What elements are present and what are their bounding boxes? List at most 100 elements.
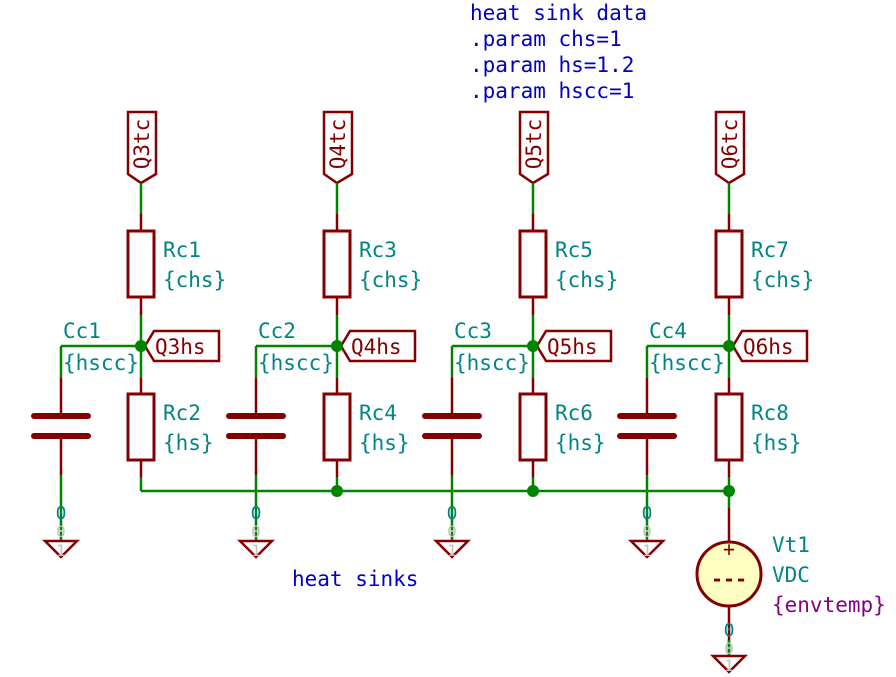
resistor-ref: Rc3	[359, 238, 397, 262]
capacitor-ref: Cc2	[258, 319, 296, 343]
net-label-box	[322, 110, 354, 185]
resistor-body	[518, 392, 548, 462]
ground-pin-name: 0	[642, 522, 652, 541]
resistor-value: {chs}	[555, 268, 618, 292]
resistor-bottom[interactable]: Rc6 {hs}	[518, 392, 606, 462]
ground-pin-name: 0	[251, 522, 261, 541]
note-line-param-hscc: .param hscc=1	[470, 79, 634, 103]
note-line-param-chs: .param chs=1	[470, 27, 622, 51]
net-label-hs[interactable]: Q5hs	[535, 329, 613, 363]
ground-symbol: 001	[432, 475, 472, 560]
net-label-text: Q5hs	[547, 335, 598, 359]
resistor-value: {chs}	[163, 268, 226, 292]
net-label-text: Q6hs	[743, 335, 794, 359]
ground-icon	[236, 539, 276, 559]
ground-symbol: 001	[236, 475, 276, 560]
capacitor-value: {hscc}	[63, 351, 139, 375]
ground-net-name: 0	[642, 503, 653, 524]
ground-symbol: 001	[709, 620, 749, 675]
junction-dot	[723, 340, 735, 352]
source-type: VDC	[772, 563, 810, 587]
net-label-text: Q4tc	[326, 119, 350, 170]
resistor-body	[322, 392, 352, 462]
net-label-text: Q3hs	[155, 335, 206, 359]
ground-net-name: 0	[56, 503, 67, 524]
resistor-ref: Rc5	[555, 238, 593, 262]
ground-pin-name: 0	[447, 522, 457, 541]
resistor-value: {chs}	[751, 268, 814, 292]
net-label-text: Q5tc	[522, 119, 546, 170]
capacitor-ref: Cc3	[454, 319, 492, 343]
ground-pin-number: 1	[642, 541, 652, 560]
net-label-box	[518, 110, 550, 185]
net-label-box	[535, 329, 613, 363]
resistor-ref: Rc1	[163, 238, 201, 262]
net-label-hs[interactable]: Q6hs	[731, 329, 809, 363]
junction-dot	[527, 485, 539, 497]
heat-sink-parameters-note: heat sink data .param chs=1 .param hs=1.…	[470, 1, 647, 103]
capacitor-ref: Cc1	[63, 319, 101, 343]
resistor-top[interactable]: Rc5 {chs}	[518, 229, 618, 299]
ground-pin-name: 0	[56, 522, 66, 541]
resistor-bottom[interactable]: Rc2{hs}	[126, 392, 214, 462]
net-label-tc[interactable]: Q5tc	[518, 110, 550, 185]
ground-pin-name: 0	[724, 639, 734, 658]
net-label-box	[714, 110, 746, 185]
resistor-value: {chs}	[359, 268, 422, 292]
resistor-body	[126, 229, 156, 299]
net-label-hs[interactable]: Q4hs	[339, 329, 417, 363]
ground-pin-number: 1	[724, 656, 734, 675]
capacitor[interactable]: Cc4{hscc}	[617, 319, 725, 475]
net-label-hs[interactable]: Q3hs	[143, 329, 221, 363]
net-label-tc[interactable]: Q4tc	[322, 110, 354, 185]
resistor-body	[518, 229, 548, 299]
resistor-top[interactable]: Rc7{chs}	[714, 229, 814, 299]
resistor-bottom[interactable]: Rc4 {hs}	[322, 392, 410, 462]
capacitor[interactable]: Cc2 {hscc}	[226, 319, 334, 475]
capacitor-ref: Cc4	[649, 319, 687, 343]
capacitor-value: {hscc}	[258, 351, 334, 375]
resistor-top[interactable]: Rc3 {chs}	[322, 229, 422, 299]
net-label-box	[339, 329, 417, 363]
dc-symbol: ---	[711, 567, 747, 591]
ground-icon	[709, 654, 749, 674]
resistor-value: {hs}	[751, 431, 802, 455]
resistor-body	[714, 392, 744, 462]
net-label-tc[interactable]: Q6tc	[714, 110, 746, 185]
source-value: {envtemp}	[772, 593, 886, 617]
voltage-source-vt1[interactable]: + --- Vt1 VDC {envtemp}	[695, 485, 886, 655]
resistor-body	[126, 392, 156, 462]
junction-dot	[527, 340, 539, 352]
resistor-top[interactable]: Rc1 {chs}	[126, 229, 226, 299]
resistor-value: {hs}	[359, 431, 410, 455]
ground-symbol: 001	[41, 475, 81, 560]
resistor-ref: Rc4	[359, 401, 397, 425]
source-ref: Vt1	[772, 533, 810, 557]
net-label-text: Q6tc	[718, 119, 742, 170]
junction-dot	[331, 340, 343, 352]
resistor-bottom[interactable]: Rc8{hs}	[714, 392, 802, 462]
ground-pin-number: 1	[447, 541, 457, 560]
net-label-box	[143, 329, 221, 363]
capacitor[interactable]: Cc1 {hscc}	[31, 319, 139, 475]
junction-dot	[723, 485, 735, 497]
ground-symbol: 001	[627, 475, 667, 560]
resistor-ref: Rc6	[555, 401, 593, 425]
capacitor[interactable]: Cc3{hscc}	[422, 319, 530, 475]
ground-net-name: 0	[724, 620, 735, 641]
net-label-text: Q3tc	[130, 119, 154, 170]
resistor-body	[322, 229, 352, 299]
net-label-tc[interactable]: Q3tc	[126, 110, 158, 185]
junction-dot	[331, 485, 343, 497]
ground-net-name: 0	[447, 503, 458, 524]
resistor-value: {hs}	[555, 431, 606, 455]
ground-pin-number: 1	[251, 541, 261, 560]
ground-icon	[41, 539, 81, 559]
ground-icon	[627, 539, 667, 559]
net-label-box	[126, 110, 158, 185]
